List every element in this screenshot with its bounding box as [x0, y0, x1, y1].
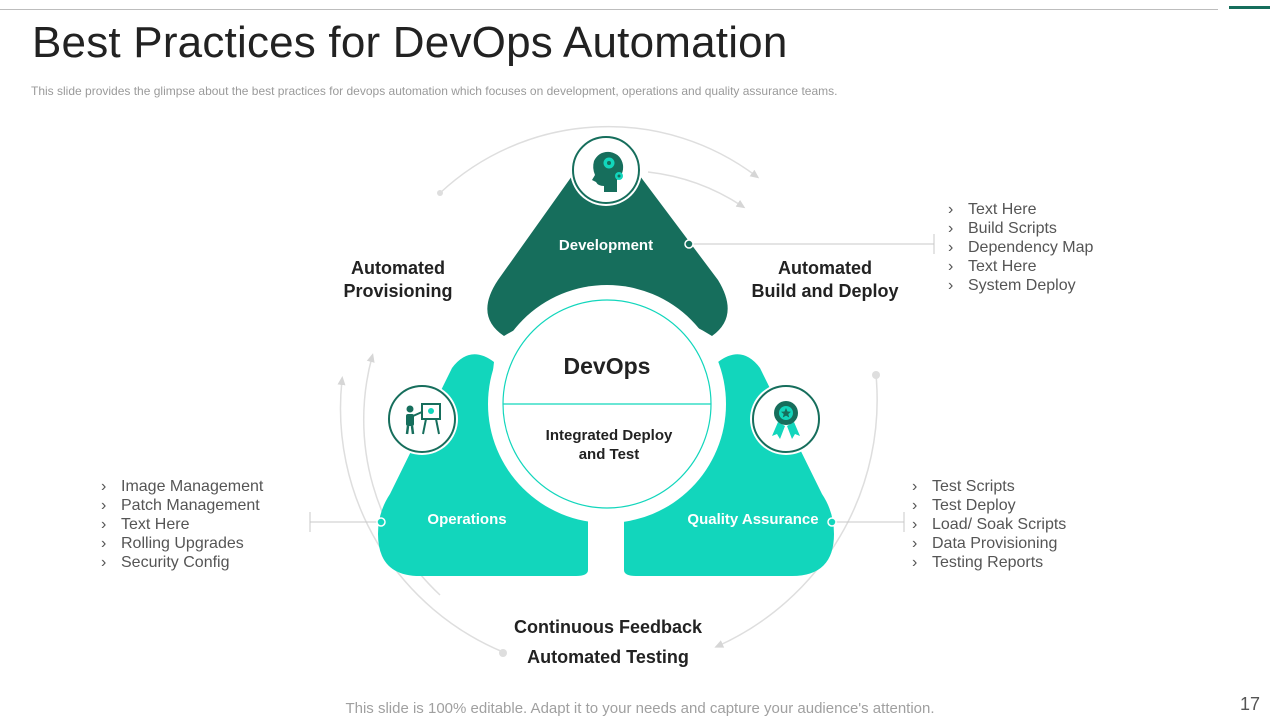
slide-subtitle: This slide provides the glimpse about th… [31, 84, 838, 98]
center-title: DevOps [564, 353, 651, 379]
arc-right [714, 374, 878, 648]
continuous-feedback-label: Continuous Feedback [514, 617, 703, 637]
arc-endpoint-top [437, 190, 443, 196]
center-line-1: Integrated Deploy [546, 427, 673, 444]
list-item: Text Here [948, 200, 1093, 219]
development-petal [487, 164, 728, 336]
list-item: Patch Management [101, 496, 263, 515]
provisioning-label-line-2: Provisioning [343, 281, 452, 301]
center-line-2: and Test [579, 446, 640, 463]
list-item: Test Scripts [912, 477, 1066, 496]
page-number: 17 [1240, 694, 1261, 714]
quality-petal [624, 354, 834, 576]
automated-testing-label: Automated Testing [527, 647, 689, 667]
list-item: Image Management [101, 477, 263, 496]
operations-connector-dot [376, 517, 386, 527]
list-item: Rolling Upgrades [101, 534, 263, 553]
arc-endpoint-right [872, 371, 880, 379]
list-item: Text Here [101, 515, 263, 534]
list-item: Text Here [948, 257, 1093, 276]
development-practices-list: Text Here Build Scripts Dependency Map T… [948, 200, 1093, 295]
operations-practices-list: Image Management Patch Management Text H… [101, 477, 263, 572]
list-item: System Deploy [948, 276, 1093, 295]
top-accent-bar [1229, 6, 1270, 9]
development-connector-dot [684, 239, 694, 249]
arc-top [439, 125, 760, 194]
list-item: Build Scripts [948, 219, 1093, 238]
award-ribbon-icon [750, 383, 822, 455]
list-item: Dependency Map [948, 238, 1093, 257]
build-deploy-label-line-2: Build and Deploy [751, 281, 898, 301]
connectors [309, 234, 935, 532]
operations-label: Operations [427, 511, 506, 528]
development-label: Development [559, 237, 653, 254]
arc-left-outer [337, 376, 504, 653]
quality-assurance-label: Quality Assurance [687, 511, 818, 528]
provisioning-label-line-1: Automated [351, 258, 445, 278]
arc-endpoint-bottom [499, 649, 507, 657]
top-rule [0, 9, 1218, 10]
slide-title: Best Practices for DevOps Automation [32, 18, 788, 67]
build-deploy-label-line-1: Automated [778, 258, 872, 278]
list-item: Testing Reports [912, 553, 1066, 572]
list-item: Security Config [101, 553, 263, 572]
list-item: Load/ Soak Scripts [912, 515, 1066, 534]
list-item: Test Deploy [912, 496, 1066, 515]
operations-petal [378, 354, 588, 576]
presenter-board-icon [386, 383, 458, 455]
list-item: Data Provisioning [912, 534, 1066, 553]
slide-footer: This slide is 100% editable. Adapt it to… [345, 700, 935, 717]
quality-connector-dot [827, 517, 837, 527]
head-gears-icon [570, 134, 642, 206]
arc-top-inner [647, 171, 746, 209]
quality-practices-list: Test Scripts Test Deploy Load/ Soak Scri… [912, 477, 1066, 572]
